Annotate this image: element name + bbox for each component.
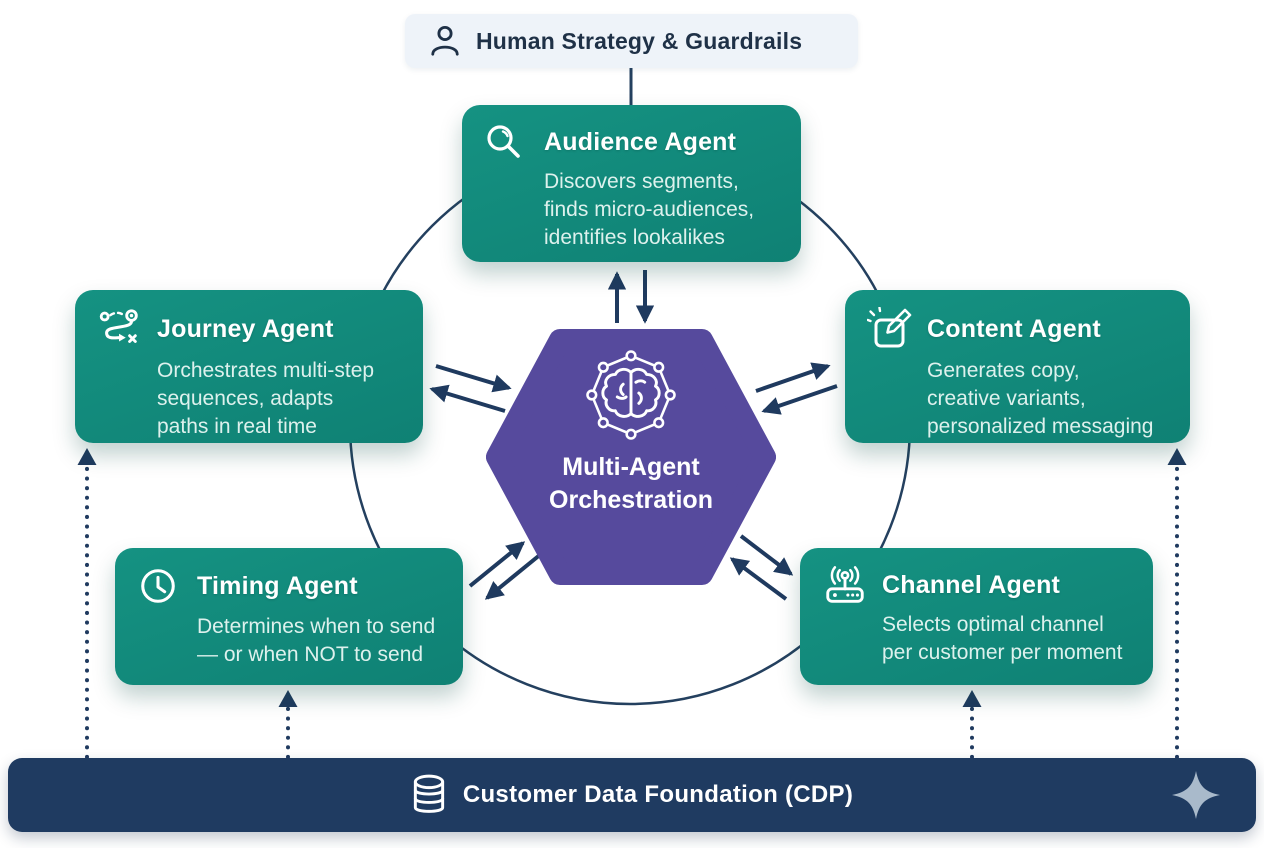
content-desc-line-2: creative variants, (927, 387, 1086, 411)
hexagon-title-line-1: Multi-Agent (562, 453, 700, 481)
human-strategy-box: Human Strategy & Guardrails (405, 14, 858, 68)
dotted-feed-timing-arrowhead (278, 690, 298, 707)
arrow-hex-to-content (755, 362, 831, 393)
brain-network-icon (586, 350, 676, 440)
journey-agent-title: Journey Agent (157, 314, 334, 343)
content-agent-description: Generates copy, creative variants, perso… (927, 357, 1174, 441)
edit-pencil-icon (867, 307, 913, 351)
customer-data-foundation-bar: Customer Data Foundation (CDP) (8, 758, 1256, 832)
arrow-journey-to-hex (435, 364, 512, 393)
route-icon (97, 307, 143, 351)
database-icon (413, 774, 444, 813)
channel-agent-title: Channel Agent (882, 570, 1061, 599)
journey-desc-line-3: paths in real time (157, 415, 317, 439)
audience-agent-description: Discovers segments, finds micro-audience… (544, 168, 785, 252)
person-icon (431, 25, 459, 56)
content-desc-line-3: personalized messaging (927, 415, 1154, 439)
timing-agent-title: Timing Agent (197, 571, 358, 600)
content-desc-line-1: Generates copy, (927, 359, 1080, 382)
journey-desc-line-1: Orchestrates multi-step (157, 359, 375, 382)
timing-agent-card: Timing Agent Determines when to send — o… (115, 548, 463, 685)
dotted-feed-content-arrowhead (1167, 448, 1187, 465)
sparkle-icon (1172, 771, 1220, 819)
channel-agent-description: Selects optimal channel per customer per… (882, 611, 1137, 667)
orchestration-hexagon: Multi-Agent Orchestration (486, 329, 776, 585)
hexagon-title: Multi-Agent Orchestration (549, 451, 713, 517)
audience-desc-line-2: finds micro-audiences, (544, 198, 755, 222)
channel-desc-line-2: per customer per moment (882, 641, 1123, 665)
audience-desc-line-1: Discovers segments, (544, 170, 739, 193)
arrow-channel-to-hex (729, 557, 788, 601)
channel-agent-card: Channel Agent Selects optimal channel pe… (800, 548, 1153, 685)
arrow-content-to-hex (761, 384, 838, 415)
audience-agent-card: Audience Agent Discovers segments, finds… (462, 105, 801, 262)
human-strategy-label: Human Strategy & Guardrails (476, 27, 803, 54)
journey-agent-card: Journey Agent Orchestrates multi-step se… (75, 290, 423, 443)
timing-agent-description: Determines when to send — or when NOT to… (197, 613, 447, 669)
arrow-hex-to-channel (739, 534, 794, 576)
arrow-hex-to-journey (429, 384, 506, 413)
router-broadcast-icon (822, 565, 868, 605)
dotted-feed-channel-arrowhead (962, 690, 982, 707)
channel-desc-line-1: Selects optimal channel (882, 613, 1104, 636)
content-agent-card: Content Agent Generates copy, creative v… (845, 290, 1190, 443)
audience-agent-title: Audience Agent (544, 127, 737, 156)
dotted-feed-journey-arrowhead (77, 448, 97, 465)
arrow-hex-to-timing (484, 552, 543, 600)
hexagon-title-line-2: Orchestration (549, 486, 713, 514)
content-agent-title: Content Agent (927, 314, 1101, 343)
journey-desc-line-2: sequences, adapts (157, 387, 334, 411)
timing-desc-line-2: — or when NOT to send (197, 643, 424, 667)
arrow-timing-to-hex (468, 541, 526, 588)
clock-icon (137, 565, 183, 607)
journey-agent-description: Orchestrates multi-step sequences, adapt… (157, 357, 407, 441)
timing-desc-line-1: Determines when to send (197, 615, 436, 638)
audience-desc-line-3: identifies lookalikes (544, 226, 725, 250)
magnifier-icon (484, 122, 530, 162)
hexagon-shape (486, 329, 776, 585)
foundation-label: Customer Data Foundation (CDP) (462, 781, 854, 808)
